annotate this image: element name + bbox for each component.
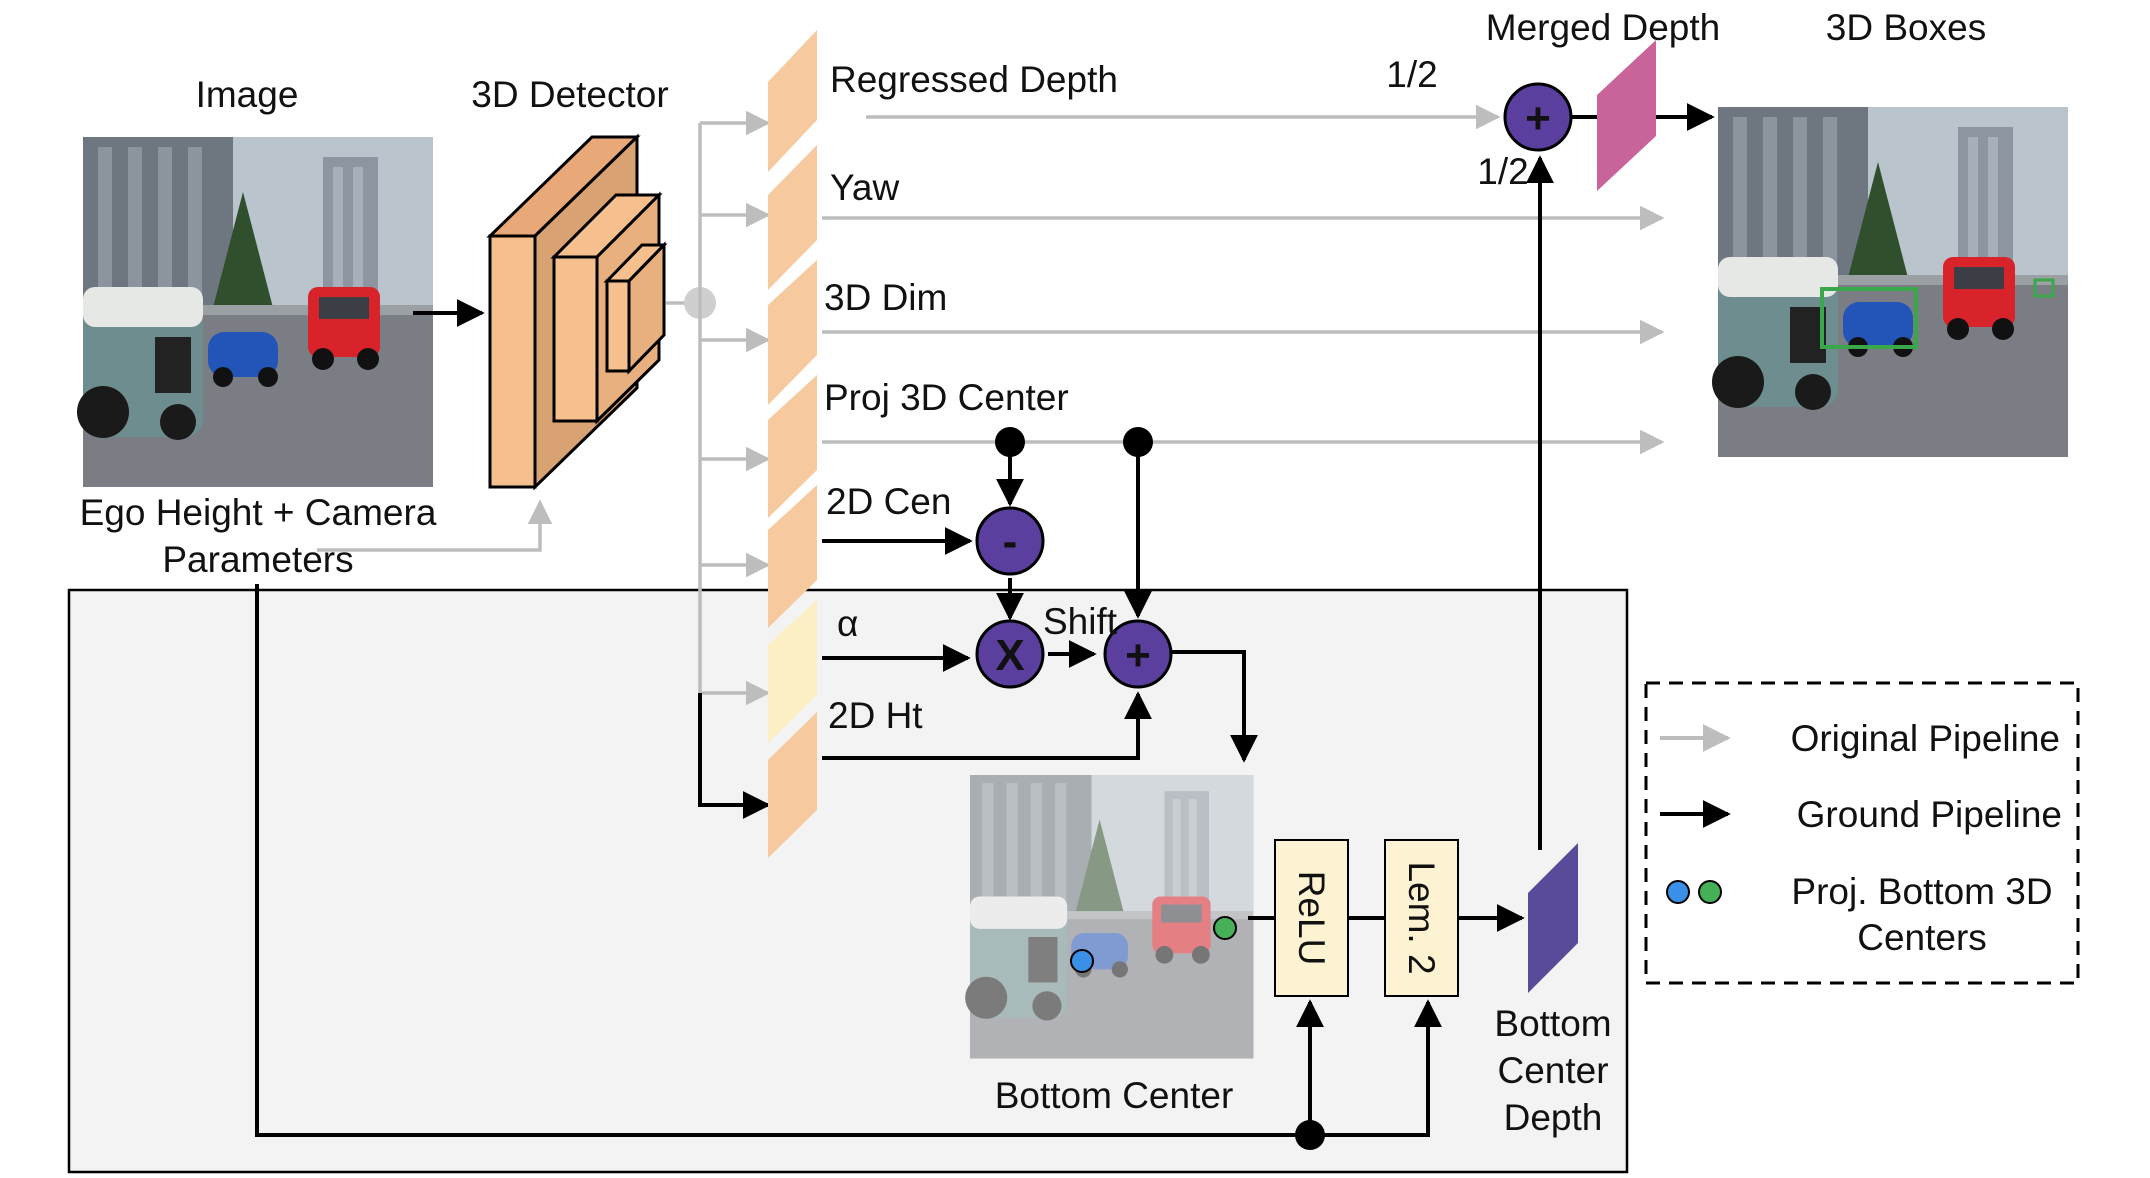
yaw-label: Yaw bbox=[830, 167, 900, 208]
to-ht2d-head bbox=[698, 693, 771, 819]
boxes3d-label: 3D Boxes bbox=[1826, 7, 1986, 48]
ht2d-to-plus bbox=[822, 691, 1152, 760]
box-3d-small bbox=[2033, 278, 2055, 298]
blue-bottom-center-dot bbox=[1070, 949, 1094, 973]
shift-plus-operator bbox=[1103, 619, 1173, 689]
proj-center-label: Proj 3D Center bbox=[824, 377, 1069, 418]
input-image bbox=[77, 137, 433, 487]
street-scene-photo-icon bbox=[1712, 107, 2068, 457]
detector-block bbox=[486, 133, 668, 491]
legend-blue-dot bbox=[1666, 880, 1690, 904]
ego-params-label-2: Parameters bbox=[162, 539, 353, 580]
bottom-center-depth-block bbox=[1528, 843, 1578, 993]
times-symbol: X bbox=[995, 631, 1024, 680]
ego-params-label: Ego Height + Camera bbox=[80, 492, 437, 533]
box-3d-detection bbox=[1820, 287, 1918, 349]
lem2-box bbox=[1384, 839, 1459, 997]
shift-label: Shift bbox=[1043, 601, 1118, 642]
params-ground-route bbox=[255, 584, 1442, 1137]
legend-dots-label-2: Centers bbox=[1857, 917, 1987, 958]
street-scene-photo-icon bbox=[77, 137, 433, 487]
head-column bbox=[768, 30, 817, 858]
merged-depth-label: Merged Depth bbox=[1486, 7, 1720, 48]
bcd-label-1: Bottom bbox=[1494, 1003, 1611, 1044]
ground-pipeline-panel bbox=[67, 588, 1629, 1174]
half-top-label: 1/2 bbox=[1386, 54, 1437, 95]
merged-depth-block bbox=[1597, 40, 1656, 191]
cen2d-label: 2D Cen bbox=[826, 481, 951, 522]
params-junction bbox=[1295, 1120, 1325, 1150]
params-to-detector-arrow bbox=[317, 499, 553, 552]
bottom-center-image bbox=[965, 775, 1254, 1059]
green-bottom-center-dot bbox=[1213, 916, 1237, 940]
minus-operator bbox=[975, 506, 1045, 576]
street-scene-photo-icon bbox=[965, 775, 1254, 1059]
relu-label: ReLU bbox=[1291, 871, 1332, 966]
merge-plus-symbol: + bbox=[1525, 94, 1551, 143]
bcd-label-2: Center bbox=[1497, 1050, 1608, 1091]
legend-green-dot bbox=[1698, 880, 1722, 904]
output-3d-boxes-image bbox=[1712, 107, 2068, 457]
legend-dots-label-1: Proj. Bottom 3D bbox=[1791, 871, 2052, 912]
times-operator bbox=[975, 619, 1045, 689]
half-bottom-label: 1/2 bbox=[1477, 151, 1528, 192]
lem2-label: Lem. 2 bbox=[1401, 861, 1442, 974]
regressed-depth-label: Regressed Depth bbox=[830, 59, 1118, 100]
bottom-center-label: Bottom Center bbox=[995, 1075, 1234, 1116]
plus-to-bottom-center bbox=[1172, 650, 1258, 763]
minus-symbol: - bbox=[1003, 517, 1018, 566]
alpha-label: α bbox=[837, 603, 858, 644]
merge-plus-operator bbox=[1503, 82, 1573, 152]
legend-ground-label: Ground Pipeline bbox=[1797, 794, 2062, 835]
ht2d-label: 2D Ht bbox=[828, 695, 923, 736]
dim3d-label: 3D Dim bbox=[824, 277, 947, 318]
legend-original-label: Original Pipeline bbox=[1791, 718, 2060, 759]
detector-label: 3D Detector bbox=[471, 74, 668, 115]
bcd-label-3: Depth bbox=[1504, 1097, 1603, 1138]
shift-plus-symbol: + bbox=[1125, 631, 1151, 680]
image-label: Image bbox=[196, 74, 299, 115]
